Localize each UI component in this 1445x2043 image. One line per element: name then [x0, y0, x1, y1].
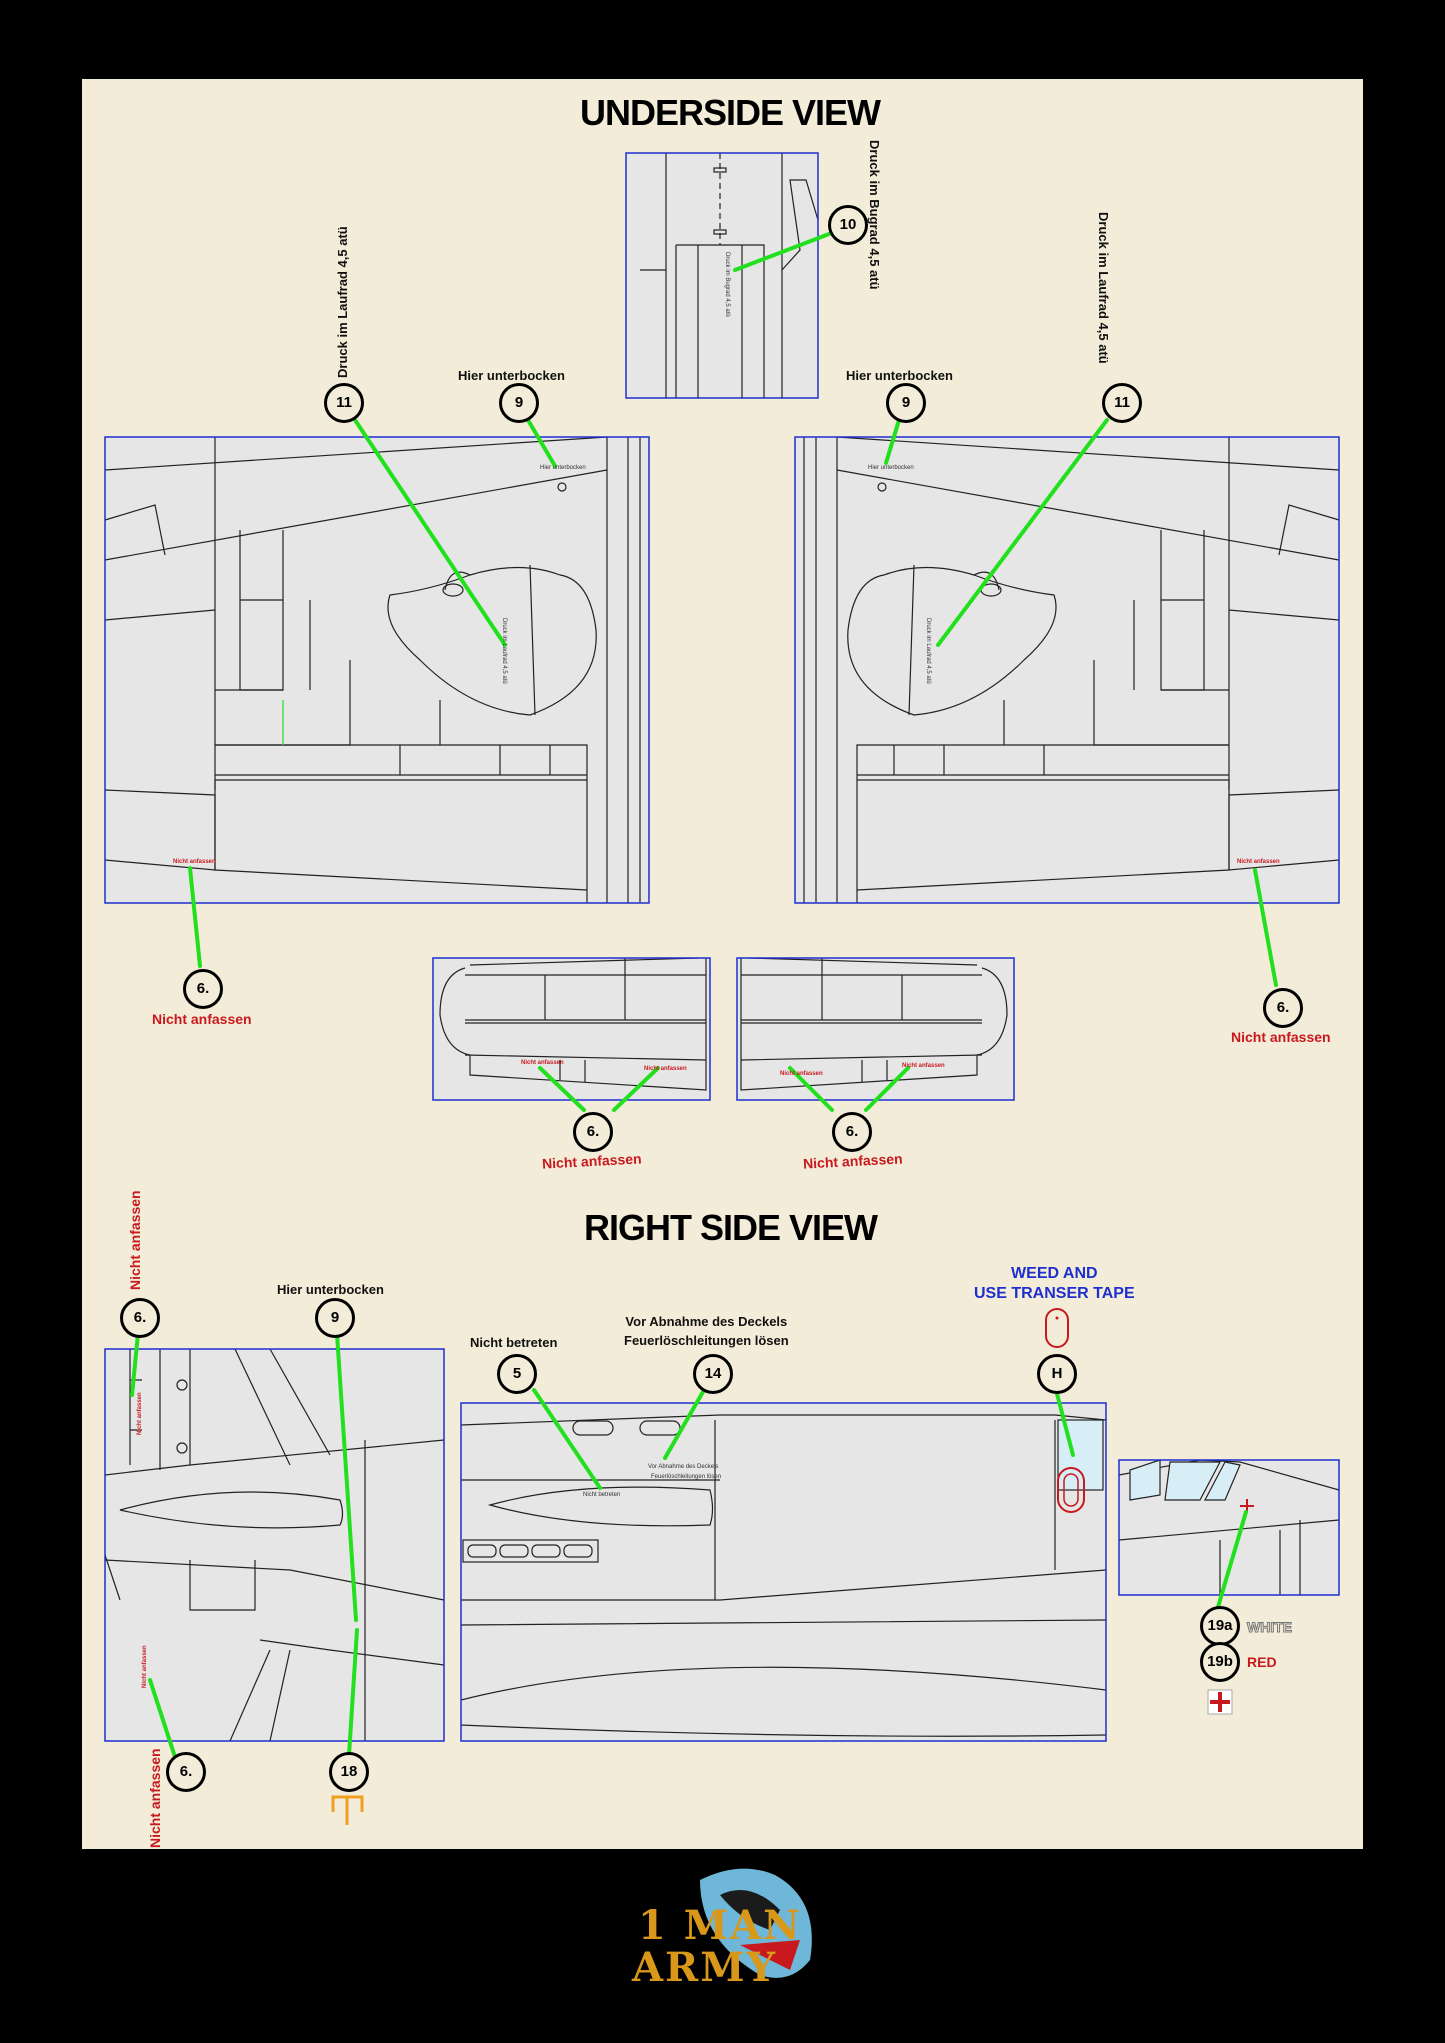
stencil-nicht-anfassen-flap-4: Nicht anfassen — [902, 1063, 945, 1069]
callout-14: 14 — [693, 1354, 733, 1394]
stencil-nicht-anfassen-flap-1: Nicht anfassen — [521, 1060, 564, 1066]
nose-wheel-bay-view — [625, 152, 819, 399]
callout-10: 10 — [828, 205, 868, 245]
tape-mark — [331, 1795, 364, 1825]
druck-bugrad-label: Druck im Bugrad 4,5 atü — [867, 140, 882, 290]
right-side-view-title: RIGHT SIDE VIEW — [584, 1207, 878, 1248]
nicht-anfassen-wing-right-label: Nicht anfassen — [1231, 1029, 1331, 1045]
white-color-label: WHITE — [1246, 1619, 1293, 1636]
right-wing-underside-view — [794, 436, 1340, 904]
cockpit-detail-view — [1118, 1459, 1340, 1596]
callout-9-left: 9 — [499, 383, 539, 423]
stencil-druck-bugrad: Druck im Bugrad 4,5 atü — [724, 252, 730, 317]
weed-line2: USE TRANSER TAPE — [974, 1285, 1135, 1302]
druck-laufrad-left-label: Druck im Laufrad 4,5 atü — [335, 226, 350, 378]
vor-abnahme-line1: Vor Abnahme des Deckels — [625, 1314, 788, 1329]
callout-11-right: 11 — [1102, 383, 1142, 423]
logo-emblem — [700, 1868, 812, 1978]
stencil-vor-abnahme-1: Vor Abnahme des Deckels — [648, 1464, 719, 1470]
nicht-anfassen-tail-top-label: Nicht anfassen — [127, 1190, 143, 1290]
stencil-nicht-anfassen-tail-bottom: Nicht anfassen — [142, 1645, 148, 1688]
left-stabilizer-underside-view — [432, 957, 711, 1101]
stencil-nicht-anfassen-tail-top: Nicht anfassen — [137, 1392, 143, 1435]
h-decal-preview — [1045, 1308, 1069, 1348]
stencil-nicht-betreten: Nicht betreten — [583, 1492, 621, 1498]
underside-view-title: UNDERSIDE VIEW — [580, 92, 881, 133]
stencil-nicht-anfassen-flap-3: Nicht anfassen — [780, 1071, 823, 1077]
red-color-label: RED — [1247, 1654, 1277, 1670]
callout-18: 18 — [329, 1752, 369, 1792]
stencil-vor-abnahme-2: Feuerlöschleitungen lösen — [651, 1474, 722, 1480]
weed-instruction: WEED AND USE TRANSER TAPE — [974, 1264, 1135, 1304]
leader-lines — [130, 232, 1278, 1759]
callout-9-right: 9 — [886, 383, 926, 423]
callout-6-wing-left: 6. — [183, 969, 223, 1009]
weed-line1: WEED AND — [1011, 1265, 1098, 1282]
logo-line2: ARMY — [632, 1944, 778, 1991]
callout-6-flap-right: 6. — [832, 1112, 872, 1152]
callout-5: 5 — [497, 1354, 537, 1394]
callout-19a: 19a — [1200, 1606, 1240, 1646]
callout-6-flap-left: 6. — [573, 1112, 613, 1152]
nicht-anfassen-wing-left-label: Nicht anfassen — [152, 1011, 252, 1027]
callout-6-tail-top: 6. — [120, 1298, 160, 1338]
fuselage-side-view — [460, 1402, 1107, 1742]
stencil-nicht-anfassen-wing-left: Nicht anfassen — [173, 859, 216, 865]
callout-9-side: 9 — [315, 1298, 355, 1338]
nicht-betreten-label: Nicht betreten — [470, 1335, 558, 1350]
tail-side-view — [104, 1348, 445, 1742]
callout-h: H — [1037, 1354, 1077, 1394]
callout-6-wing-right: 6. — [1263, 988, 1303, 1028]
hier-unterbocken-right-label: Hier unterbocken — [846, 368, 953, 383]
right-stabilizer-underside-view — [736, 957, 1015, 1101]
callout-11-left: 11 — [324, 383, 364, 423]
stencil-hier-unterbocken-right: Hier unterbocken — [868, 465, 914, 471]
left-wing-underside-view — [104, 436, 650, 904]
nicht-anfassen-tail-bottom-label: Nicht anfassen — [147, 1748, 163, 1848]
stencil-druck-laufrad-left: Druck im Laufrad 4,5 atü — [501, 618, 507, 684]
druck-laufrad-right-label: Druck im Laufrad 4,5 atü — [1096, 212, 1111, 364]
stencil-nicht-anfassen-flap-2: Nicht anfassen — [644, 1066, 687, 1072]
stencil-druck-laufrad-right: Druck im Laufrad 4,5 atü — [925, 618, 931, 684]
red-cross-decal — [1207, 1689, 1233, 1715]
vor-abnahme-label: Vor Abnahme des Deckels Feuerlöschleitun… — [624, 1312, 789, 1350]
callout-6-tail-bottom: 6. — [166, 1752, 206, 1792]
hier-unterbocken-side-label: Hier unterbocken — [277, 1282, 384, 1297]
logo-line1: 1 MAN — [638, 1902, 802, 1949]
stencil-nicht-anfassen-wing-right: Nicht anfassen — [1237, 859, 1280, 865]
vor-abnahme-line2: Feuerlöschleitungen lösen — [624, 1333, 789, 1348]
hier-unterbocken-left-label: Hier unterbocken — [458, 368, 565, 383]
stencil-hier-unterbocken-left: Hier unterbocken — [540, 465, 586, 471]
callout-19b: 19b — [1200, 1642, 1240, 1682]
